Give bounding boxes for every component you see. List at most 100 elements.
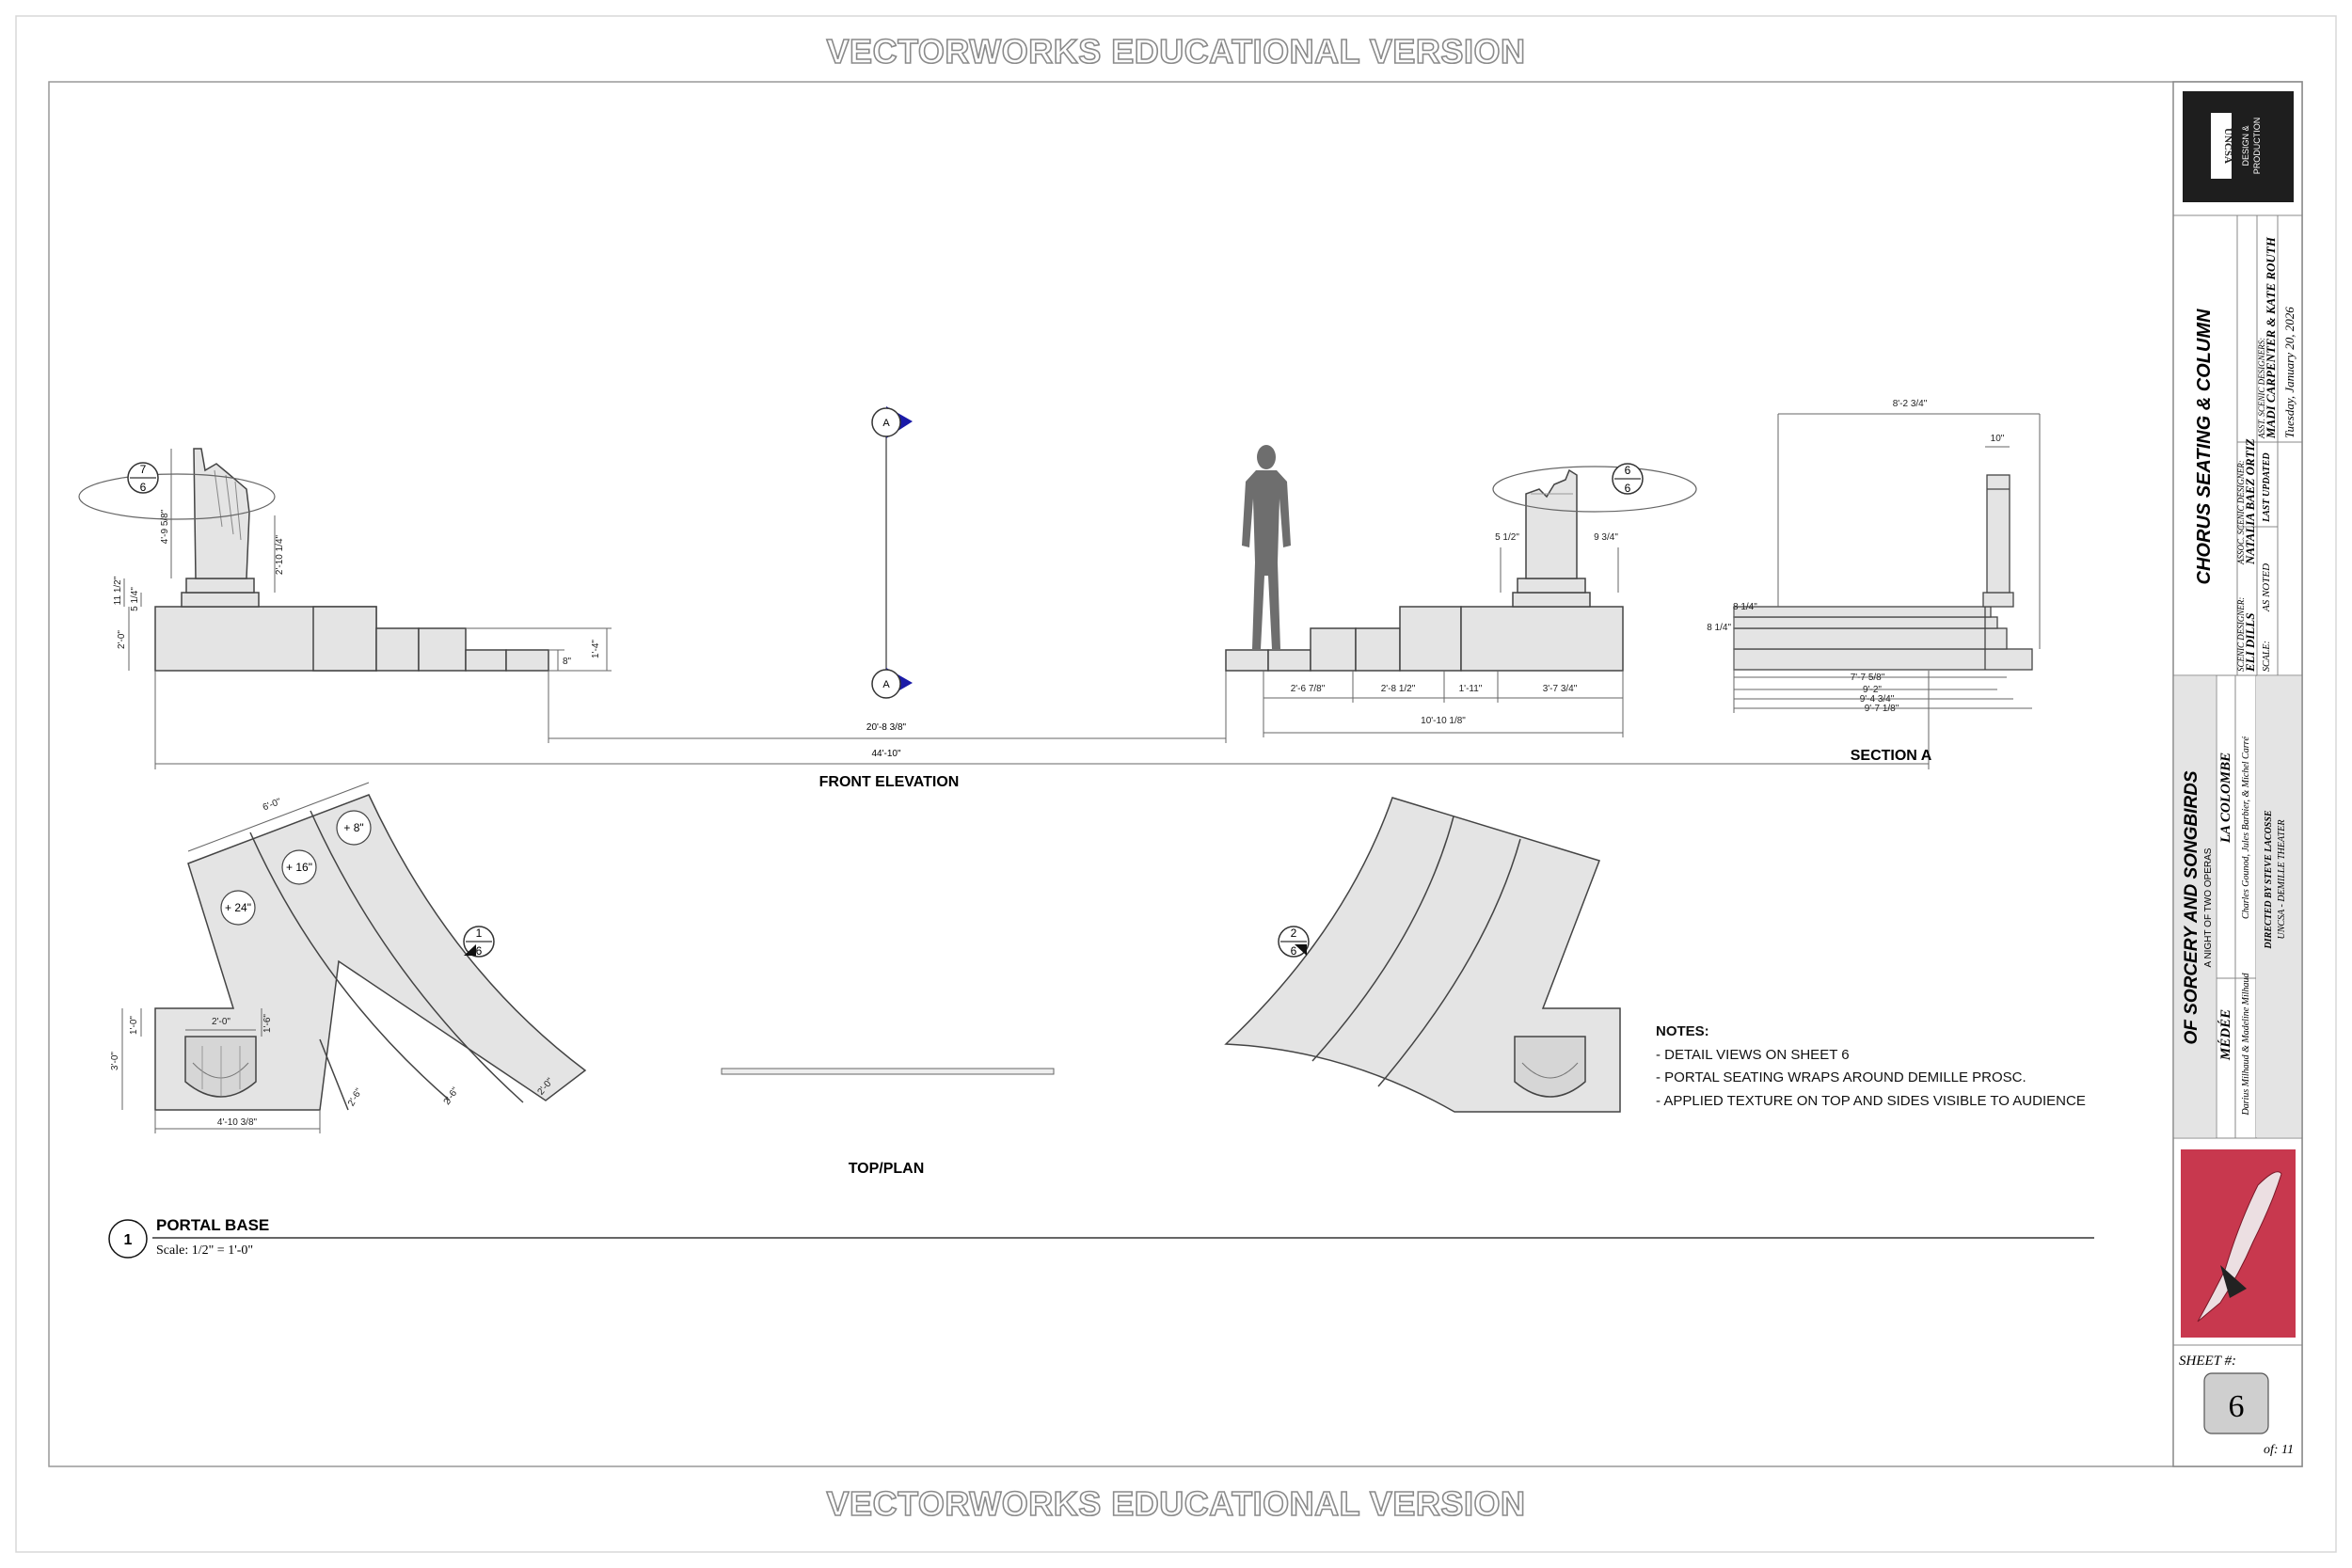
drawing-number: 1	[124, 1232, 133, 1248]
callout-1-6: 1 6	[463, 926, 495, 958]
dim-8-1-4-b: 8 1/4"	[1707, 623, 1731, 633]
notes-heading: NOTES:	[1656, 1023, 1709, 1039]
dim-2-0: 2'-0"	[117, 630, 127, 649]
section-marker-top: A	[882, 418, 890, 429]
dim-8-1-4-a: 8 1/4"	[1733, 602, 1757, 612]
label-top-plan: TOP/PLAN	[849, 1161, 925, 1177]
dimension-labels-left: 4'-9 5/8" 2'-10 1/4" 11 1/2" 5 1/4" 2'-0…	[113, 509, 601, 667]
callout-6-6-bottom: 6	[1625, 482, 1631, 495]
dim-9-7-1-8: 9'-7 1/8"	[1865, 704, 1899, 714]
opera-2-credit: Charles Gounod, Jules Barbier, & Michel …	[2241, 736, 2251, 919]
sheet-label: SHEET #:	[2179, 1354, 2236, 1369]
assoc-designer-label: ASSOC. SCENIC DESIGNER:	[2236, 460, 2246, 565]
asst-designers: MADI CARPENTER & KATE ROUTH	[2264, 236, 2278, 439]
opera-2-title: LA COLOMBE	[2218, 752, 2233, 844]
sheet-of: of: 11	[2264, 1443, 2294, 1457]
dim-6-0: 6'-0"	[262, 797, 283, 814]
dim-2-0-plan: 2'-0"	[212, 1017, 230, 1027]
show-subtitle: A NIGHT OF TWO OPERAS	[2203, 847, 2214, 967]
dim-2-6-b: 2'-6"	[442, 1085, 462, 1107]
logo-sub2: PRODUCTION	[2252, 118, 2262, 175]
dim-9-4-3-4: 9'-4 3/4"	[1860, 694, 1895, 705]
drawing-border	[48, 81, 2303, 1467]
callout-2-6: 2 6	[1278, 926, 1310, 958]
dim-5-1-2: 5 1/2"	[1495, 532, 1519, 543]
dim-1-4: 1'-4"	[591, 640, 601, 658]
dim-8-2-3-4: 8'-2 3/4"	[1893, 399, 1928, 409]
front-elevation-left	[154, 448, 549, 672]
scenic-designer: ELI DILLS	[2243, 613, 2257, 673]
dimensions-center	[154, 671, 1930, 769]
dim-11-1-2: 11 1/2"	[113, 576, 123, 605]
callout-6-6-top: 6	[1625, 464, 1631, 477]
dim-4-10-3-8: 4'-10 3/8"	[217, 1117, 258, 1128]
director: DIRECTED BY STEVE LACOSSE	[2264, 810, 2274, 950]
watermark-top: VECTORWORKS EDUCATIONAL VERSION	[826, 31, 1526, 71]
dimensions-left	[123, 449, 612, 672]
show-title: OF SORCERY AND SONGBIRDS	[2182, 770, 2201, 1044]
section-a-drawing	[1733, 474, 2033, 671]
scale-label: SCALE:	[2262, 641, 2272, 672]
note-item-2: - PORTAL SEATING WRAPS AROUND DEMILLE PR…	[1656, 1069, 2026, 1085]
title-block: UNCSA DESIGN & PRODUCTION CHORUS SEATING…	[2172, 81, 2303, 1467]
logo-main: UNCSA	[2222, 128, 2233, 164]
dagger-icon	[2220, 1265, 2247, 1298]
dimension-labels-section: 8'-2 3/4" 10" 8 1/4" 8 1/4" 7'-7 5/8" 9'…	[1707, 399, 2005, 714]
logo-sub1: DESIGN &	[2241, 125, 2250, 166]
callout-1-6-top: 1	[476, 927, 483, 940]
top-plan-left	[154, 794, 587, 1111]
dim-1-0: 1'-0"	[129, 1016, 139, 1035]
height-plus-8: + 8"	[343, 821, 363, 834]
dimensions-plan	[121, 782, 370, 1133]
dim-1-11: 1'-11"	[1459, 684, 1483, 694]
drawing-title-block: 1 PORTAL BASE Scale: 1/2" = 1'-0"	[108, 1216, 2094, 1259]
plan-heights: + 24" + 16" + 8"	[220, 810, 372, 926]
callout-6-6: 6 6	[1492, 463, 1697, 513]
height-plus-16: + 16"	[286, 861, 312, 874]
opera-1-title: MÉDÉE	[2217, 1009, 2233, 1061]
human-scale-figure	[1242, 445, 1291, 649]
dim-8: 8"	[563, 657, 572, 667]
venue: UNCSA - DEMILLE THEATER	[2277, 820, 2287, 940]
dim-9-2: 9'-2"	[1863, 685, 1882, 695]
dim-9-3-4: 9 3/4"	[1594, 532, 1618, 543]
drawing-scale: Scale: 1/2" = 1'-0"	[156, 1243, 253, 1258]
callout-2-6-top: 2	[1291, 927, 1297, 940]
assoc-designer: NATALIA BAEZ ORTIZ	[2243, 438, 2257, 565]
dim-7-7-5-8: 7'-7 5/8"	[1851, 673, 1885, 683]
section-cut-line: A A	[871, 406, 913, 699]
dim-3-7-3-4: 3'-7 3/4"	[1543, 684, 1578, 694]
dim-1-6: 1'-6"	[262, 1014, 273, 1033]
sheet-number: 6	[2229, 1389, 2245, 1424]
dim-3-0: 3'-0"	[110, 1052, 120, 1070]
callout-7-6-bottom: 6	[140, 481, 147, 494]
dimension-labels-right: 5 1/2" 9 3/4" 2'-6 7/8" 2'-8 1/2" 1'-11"…	[1291, 532, 1619, 726]
dim-2-8-1-2: 2'-8 1/2"	[1381, 684, 1416, 694]
opera-1-credit: Darius Milhaud & Madeline Milhaud	[2241, 972, 2251, 1116]
plan-center-line	[721, 1068, 1055, 1075]
dimensions-right	[1263, 547, 1624, 737]
scale-value: AS NOTED	[2261, 563, 2272, 612]
dim-44-10: 44'-10"	[871, 749, 900, 759]
asst-designers-label: ASST. SCENIC DESIGNERS:	[2257, 338, 2266, 439]
dim-2-6-a: 2'-6"	[346, 1086, 365, 1108]
outer-border	[15, 15, 2337, 1553]
dim-2-6-7-8: 2'-6 7/8"	[1291, 684, 1326, 694]
sheet-title: CHORUS SEATING & COLUMN	[2194, 309, 2215, 585]
logo-box	[2183, 91, 2294, 202]
top-plan-right	[1224, 797, 1621, 1113]
dim-5-1-4: 5 1/4"	[130, 587, 140, 611]
updated-label: LAST UPDATED	[2262, 452, 2272, 523]
scenic-designer-label: SCENIC DESIGNER:	[2236, 597, 2246, 672]
section-marker-bottom: A	[882, 679, 890, 690]
label-front-elevation: FRONT ELEVATION	[819, 774, 960, 790]
notes-block: NOTES: - DETAIL VIEWS ON SHEET 6 - PORTA…	[1656, 1023, 2086, 1109]
dimensions-section	[1733, 413, 2041, 713]
callout-7-6: 7 6	[78, 462, 276, 520]
callout-7-6-top: 7	[140, 463, 147, 476]
note-item-3: - APPLIED TEXTURE ON TOP AND SIDES VISIB…	[1656, 1093, 2086, 1109]
dim-10: 10"	[1991, 434, 2005, 444]
dim-20-8-3-8: 20'-8 3/8"	[866, 722, 907, 733]
dim-10-10-1-8: 10'-10 1/8"	[1421, 716, 1466, 726]
